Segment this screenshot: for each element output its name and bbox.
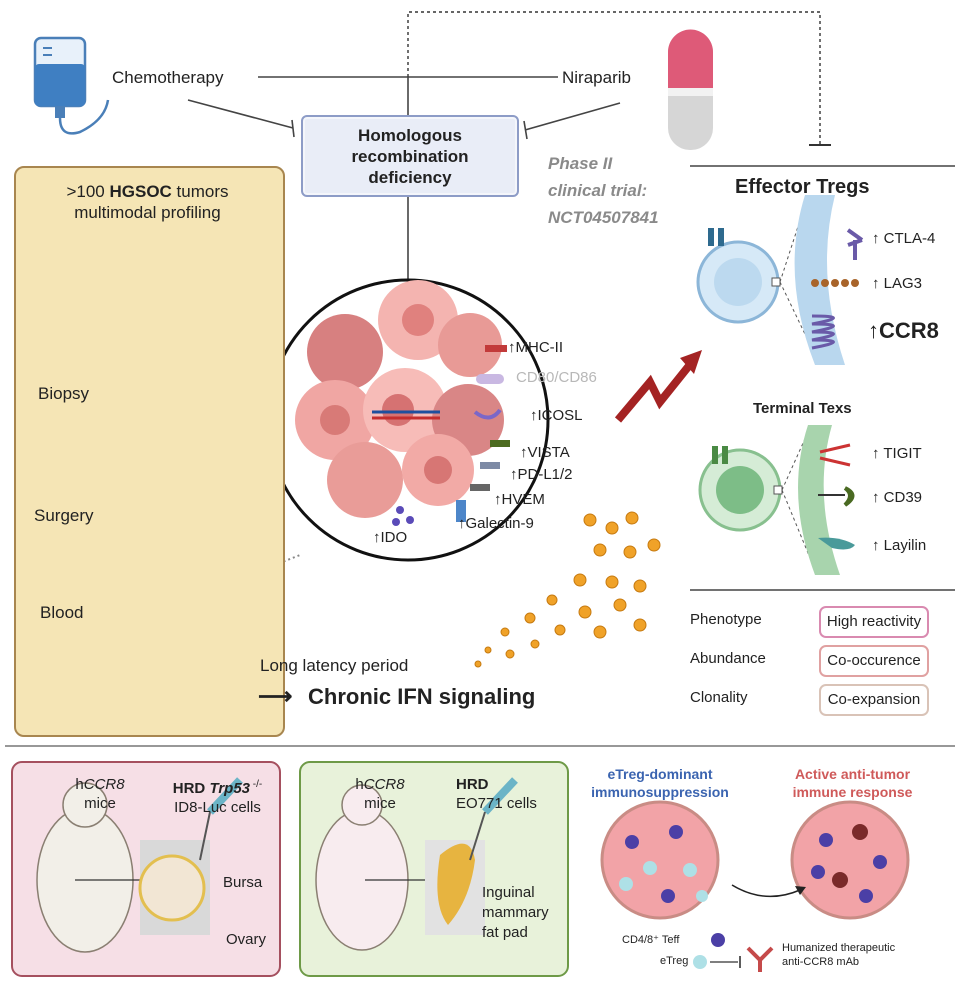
tumor-sphere-immunosuppressed: [600, 800, 720, 920]
cd39-label: ↑ CD39: [872, 489, 923, 506]
mhc2-label: ↑MHC-II: [508, 339, 563, 356]
teff-legend-label: CD4/8⁺ Teff: [622, 934, 680, 946]
niraparib-label: Niraparib: [562, 68, 631, 87]
fat-pad-line2: mammary: [482, 904, 549, 921]
active-response-title-1: Active anti-tumor: [794, 766, 911, 782]
ovary-label: Ovary: [226, 931, 267, 948]
therapy-connectors: [5, 76, 955, 747]
mab-legend-line1: Humanized therapeutic: [782, 942, 896, 954]
abundance-label: Abundance: [690, 650, 766, 667]
model1-cells-hrd: HRD: [172, 780, 210, 797]
galectin-label: ↑Galectin-9: [458, 515, 534, 532]
effector-tregs-title: Effector Tregs: [735, 176, 870, 198]
model1-cells-sup: -/-: [250, 779, 263, 790]
mab-legend-line2: anti-CCR8 mAb: [782, 956, 860, 968]
vista-label: ↑VISTA: [520, 444, 570, 461]
ifn-cytokine-dots: [474, 511, 661, 668]
model1-cells-gene: Trp53: [209, 780, 251, 797]
treg-legend-icon: [693, 955, 707, 969]
bursa-label: Bursa: [223, 874, 263, 891]
antibody-legend-icon: [746, 946, 774, 972]
active-response-title-2: immune response: [792, 784, 913, 800]
phenotype-label: Phenotype: [690, 611, 762, 628]
chronic-ifn-label: Chronic IFN signaling: [308, 684, 536, 709]
teff-legend-icon: [711, 933, 725, 947]
pdl-label: ↑PD-L1/2: [510, 466, 573, 483]
terminal-texs-title: Terminal Texs: [753, 400, 852, 417]
mouse-illustration-2: [315, 777, 518, 951]
clonality-value: Co-expansion: [819, 684, 929, 716]
immunosuppression-title: eTreg-dominant immunosuppression: [590, 765, 730, 801]
model1-cells-line2: ID8-Luc cells: [174, 799, 261, 816]
profiling-title: >100 HGSOC tumors multimodal profiling: [14, 181, 281, 223]
ido-label: ↑IDO: [373, 529, 408, 546]
abundance-value: Co-occurence: [819, 645, 929, 677]
blood-label: Blood: [40, 603, 84, 622]
capsule-icon: [668, 29, 713, 150]
model1-mice-gene: CCR8: [83, 776, 125, 793]
phenotype-value: High reactivity: [819, 606, 929, 638]
hrd-box: Homologous recombination deficiency: [301, 115, 519, 197]
model2-mice-suffix: mice: [364, 795, 396, 812]
upregulation-arrow: [614, 359, 696, 423]
model2-cells-line2: EO771 cells: [456, 795, 537, 812]
profiling-subtitle: multimodal profiling: [74, 203, 221, 222]
profiling-title-pre: >100: [66, 182, 110, 201]
ifn-arrow: ⟶: [258, 683, 293, 710]
model2-mice-prefix: h: [355, 776, 364, 793]
dotted-inhibition-line: [407, 11, 821, 145]
treatment-arrowhead: [795, 886, 806, 895]
surface-ligand-icons: [392, 345, 510, 526]
profiling-panel: [14, 166, 285, 737]
trial-line-3: NCT04507841: [548, 208, 659, 227]
model1-mice-label: hCCR8 mice: [60, 775, 140, 813]
immunosuppression-title-1: eTreg-dominant: [607, 766, 713, 782]
trial-line-1: Phase II: [548, 154, 613, 173]
icosl-label: ↑ICOSL: [530, 407, 583, 424]
hrd-label: Homologous recombination deficiency: [351, 126, 469, 187]
ctla4-label: ↑ CTLA-4: [872, 230, 936, 247]
biopsy-label: Biopsy: [38, 384, 90, 403]
lag3-label: ↑ LAG3: [872, 275, 923, 292]
mouse-illustration-1: [36, 777, 243, 953]
tigit-label: ↑ TIGIT: [872, 445, 922, 462]
fat-pad-label: Inguinal mammary fat pad: [482, 883, 549, 943]
model1-mice-prefix: h: [75, 776, 84, 793]
treatment-arrow: [731, 884, 801, 898]
terminal-tex-cell: [698, 425, 855, 575]
model2-mice-label: hCCR8 mice: [340, 775, 420, 813]
layilin-label: ↑ Layilin: [872, 537, 927, 554]
mab-legend-label: Humanized therapeutic anti-CCR8 mAb: [782, 941, 895, 969]
surgery-label: Surgery: [34, 506, 94, 525]
immunosuppression-title-2: immunosuppression: [591, 784, 729, 800]
model2-cells-hrd: HRD: [456, 776, 489, 793]
chemotherapy-label: Chemotherapy: [112, 68, 224, 87]
tumor-cell-cluster: [295, 280, 504, 518]
active-response-title: Active anti-tumor immune response: [780, 765, 925, 801]
model2-mice-gene: CCR8: [363, 776, 405, 793]
clinical-trial-note: Phase II clinical trial: NCT04507841: [548, 150, 659, 231]
hvem-label: ↑HVEM: [494, 491, 545, 508]
trial-line-2: clinical trial:: [548, 181, 648, 200]
model1-mice-suffix: mice: [84, 795, 116, 812]
model2-cells-label: HRD EO771 cells: [456, 775, 537, 813]
effector-treg-cell: [696, 195, 864, 365]
iv-bag-icon: [33, 36, 110, 135]
treg-legend-label: eTreg: [660, 955, 689, 967]
fat-pad-line3: fat pad: [482, 924, 528, 941]
upregulation-arrowhead: [680, 350, 702, 374]
fat-pad-line1: Inguinal: [482, 884, 535, 901]
ccr8-label: ↑CCR8: [868, 318, 939, 343]
latency-label: Long latency period: [260, 656, 409, 675]
cd80-label: CD80/CD86: [516, 369, 597, 386]
profiling-title-bold: HGSOC: [109, 182, 172, 201]
profiling-title-post: tumors: [171, 182, 229, 201]
model1-cells-label: HRD Trp53 -/- ID8-Luc cells: [160, 775, 275, 817]
clonality-label: Clonality: [690, 689, 748, 706]
tumor-sphere-active: [790, 800, 910, 920]
